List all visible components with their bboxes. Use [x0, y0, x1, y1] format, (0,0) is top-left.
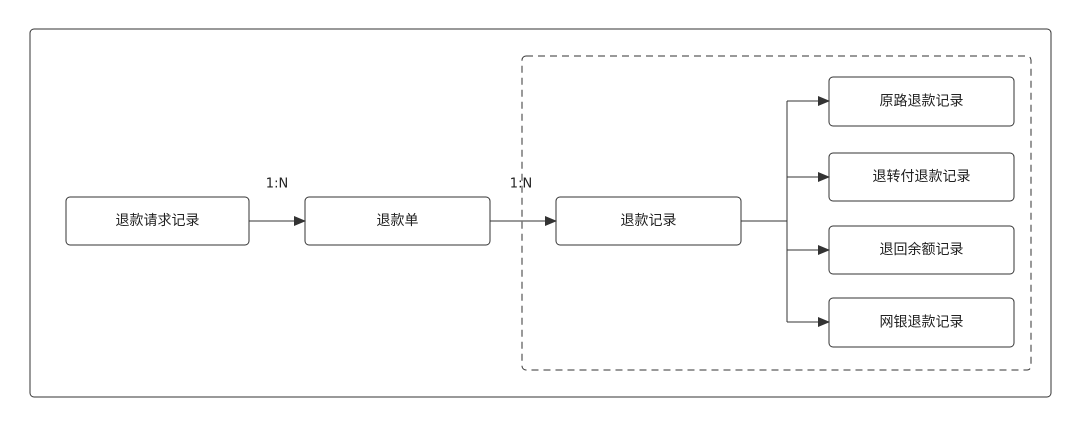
edge-label-order-to-record: 1:N [510, 177, 532, 192]
node-refund-order-label: 退款单 [377, 213, 419, 229]
node-original-route-refund[interactable]: 原路退款记录 [828, 76, 1015, 127]
node-refund-record-label: 退款记录 [621, 213, 677, 229]
node-refund-record[interactable]: 退款记录 [555, 196, 742, 246]
node-balance-return[interactable]: 退回余额记录 [828, 225, 1015, 275]
node-refund-request-record-label: 退款请求记录 [116, 213, 200, 229]
refund-record-group [521, 55, 1032, 371]
node-refund-request-record[interactable]: 退款请求记录 [65, 196, 250, 246]
node-transfer-pay-refund-label: 退转付退款记录 [873, 169, 971, 185]
node-balance-return-label: 退回余额记录 [880, 241, 964, 258]
outer-frame [29, 28, 1052, 398]
node-refund-order[interactable]: 退款单 [304, 196, 491, 246]
node-transfer-pay-refund[interactable]: 退转付退款记录 [828, 152, 1015, 202]
edge-label-request-to-order: 1:N [266, 177, 288, 192]
node-online-bank-refund[interactable]: 网银退款记录 [828, 297, 1015, 348]
node-online-bank-refund-label: 网银退款记录 [880, 315, 964, 331]
node-original-route-refund-label: 原路退款记录 [880, 94, 964, 110]
